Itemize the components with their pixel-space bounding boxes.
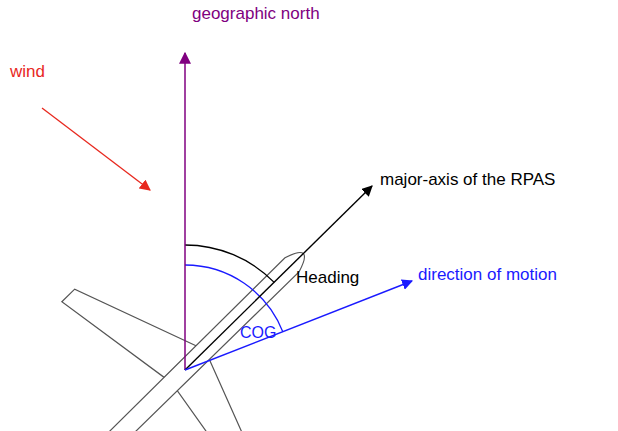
heading-label: Heading bbox=[296, 268, 359, 287]
north-label: geographic north bbox=[192, 4, 320, 23]
motion-arrow bbox=[185, 281, 412, 370]
wind-arrow bbox=[42, 108, 150, 190]
motion-label: direction of motion bbox=[418, 265, 557, 284]
aircraft-outline bbox=[0, 157, 398, 431]
cog-label: COG bbox=[240, 323, 276, 342]
heading-arc bbox=[185, 245, 274, 282]
axis-label: major-axis of the RPAS bbox=[380, 170, 555, 189]
north-arrow bbox=[184, 53, 186, 370]
wind-label: wind bbox=[10, 62, 45, 81]
major-axis-arrow bbox=[185, 186, 372, 370]
